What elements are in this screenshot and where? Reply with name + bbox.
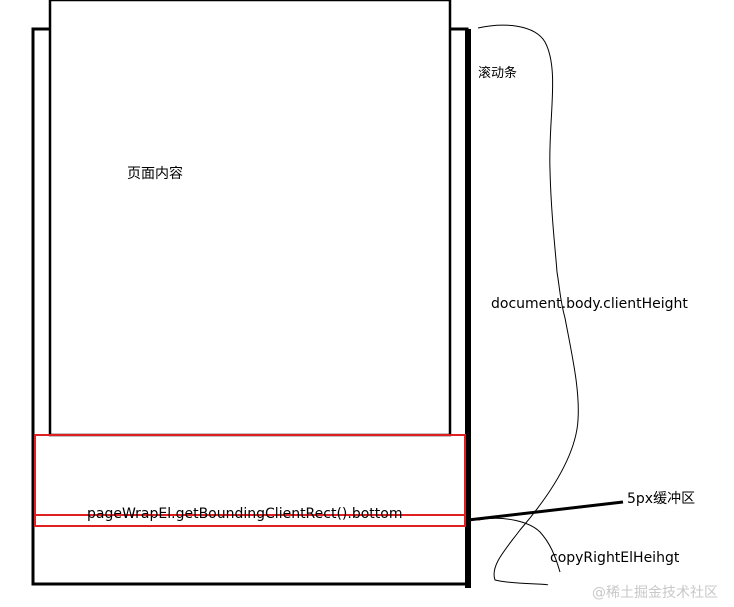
buffer-pointer-line <box>467 500 624 522</box>
copyright-brace <box>477 517 561 573</box>
page-content-label: 页面内容 <box>127 166 183 182</box>
buffer-label: 5px缓冲区 <box>627 491 696 507</box>
page-content-box <box>48 0 452 437</box>
client-height-brace <box>477 24 579 586</box>
client-height-label: document.body.clientHeight <box>491 296 688 312</box>
scrollbar-label: 滚动条 <box>478 66 518 81</box>
bounding-bottom-label: pageWrapEl.getBoundingClientRect().botto… <box>87 506 403 522</box>
buffer-box <box>34 514 466 527</box>
copyright-height-label: copyRightElHeihgt <box>550 550 680 566</box>
bottom-region-box <box>34 434 466 516</box>
watermark-text: @稀土掘金技术社区 <box>592 585 718 601</box>
